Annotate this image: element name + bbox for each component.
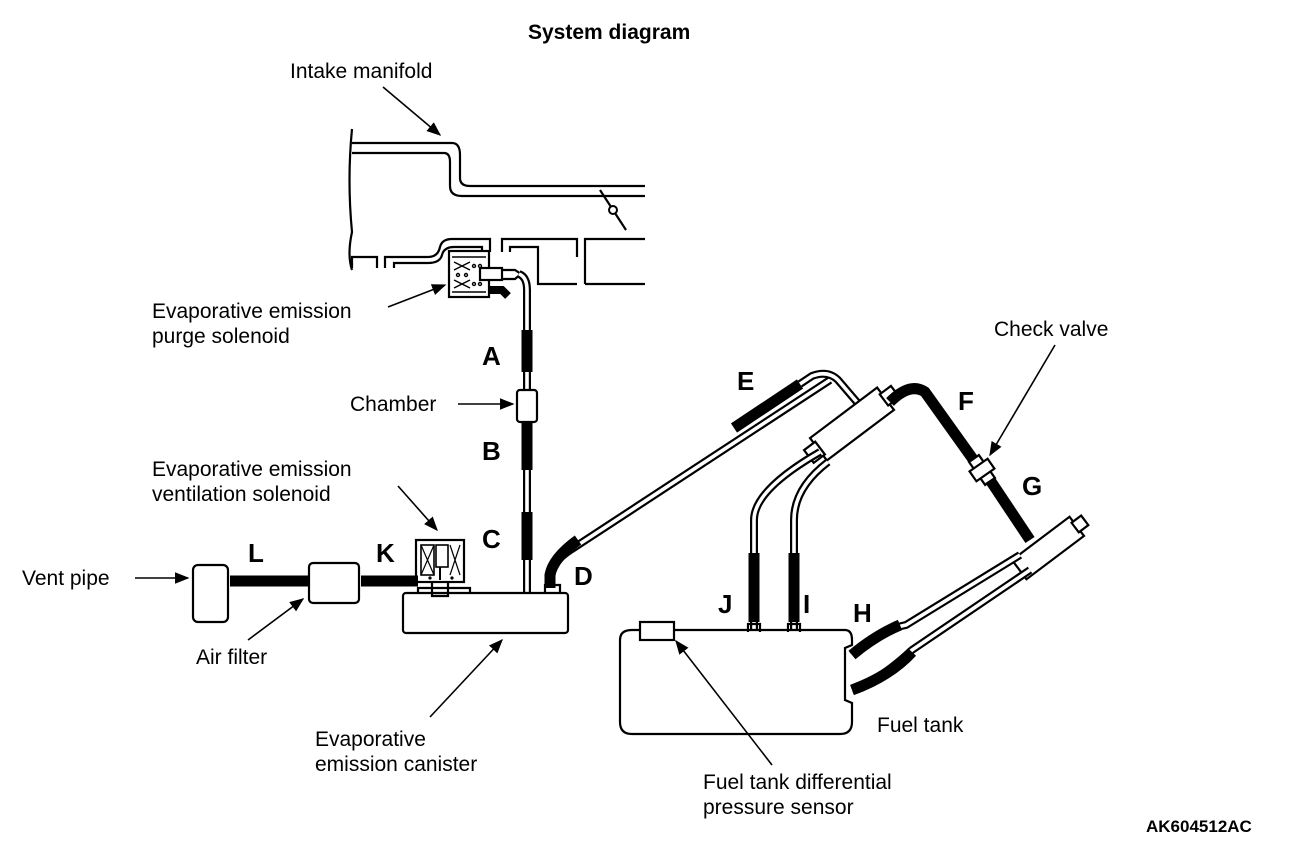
hose-label-g: G xyxy=(1022,471,1042,501)
hose-label-l: L xyxy=(248,538,264,568)
hose-label-f: F xyxy=(958,386,974,416)
hose-g xyxy=(985,476,1035,544)
fuel-tank xyxy=(618,628,854,736)
label-intake-manifold: Intake manifold xyxy=(290,60,432,83)
label-canister-2: emission canister xyxy=(315,753,477,776)
purge-solenoid xyxy=(447,249,523,299)
hose-h-lower xyxy=(850,648,917,696)
hose-f xyxy=(886,383,980,466)
fuel-tank-differential-pressure-sensor xyxy=(638,620,676,642)
hose-label-e: E xyxy=(737,366,754,396)
hose-e xyxy=(730,379,804,433)
label-vent-solenoid-1: Evaporative emission xyxy=(152,458,352,481)
lower-connector xyxy=(1010,513,1090,581)
label-fuel-tank: Fuel tank xyxy=(877,714,964,737)
hose-d xyxy=(544,535,582,588)
label-purge-solenoid-1: Evaporative emission xyxy=(152,300,352,323)
air-filter xyxy=(307,561,361,605)
evaporative-emission-canister xyxy=(401,591,570,635)
label-sensor-1: Fuel tank differential xyxy=(703,771,892,794)
hose-label-h: H xyxy=(853,598,872,628)
hose-label-a: A xyxy=(482,341,501,371)
figure-code: AK604512AC xyxy=(1146,817,1252,836)
hose-label-c: C xyxy=(482,524,501,554)
label-vent-pipe: Vent pipe xyxy=(22,567,110,590)
hose-h xyxy=(848,619,903,660)
label-chamber: Chamber xyxy=(350,393,436,416)
vent-pipe xyxy=(191,563,230,624)
hose-label-b: B xyxy=(482,436,501,466)
diagram-title: System diagram xyxy=(528,21,690,44)
label-check-valve: Check valve xyxy=(994,318,1108,341)
hose-label-j: J xyxy=(718,589,732,619)
hose-label-k: K xyxy=(376,538,395,568)
chamber xyxy=(515,388,539,424)
hose-label-i: I xyxy=(803,589,810,619)
ventilation-solenoid xyxy=(414,538,466,598)
label-sensor-2: pressure sensor xyxy=(703,796,854,819)
check-valve xyxy=(967,453,997,487)
label-vent-solenoid-2: ventilation solenoid xyxy=(152,483,331,506)
label-purge-solenoid-2: purge solenoid xyxy=(152,325,290,348)
intake-manifold xyxy=(348,128,645,286)
hose-label-d: D xyxy=(574,561,593,591)
label-canister-1: Evaporative xyxy=(315,728,426,751)
label-air-filter: Air filter xyxy=(196,646,267,669)
